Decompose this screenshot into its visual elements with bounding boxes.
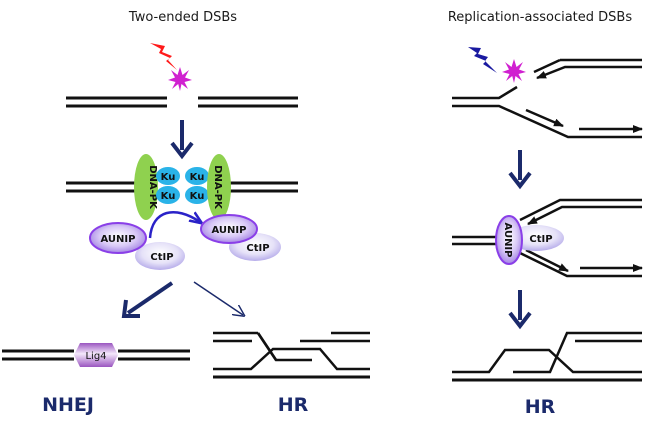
hr-structure-left	[213, 331, 370, 379]
dnapk-left: DNA-PK	[134, 154, 158, 220]
replication-fork-broken	[452, 58, 643, 139]
ku-right: Ku Ku	[185, 167, 209, 204]
left-panel: Two-ended DSBs DNA-PK	[2, 10, 370, 416]
aunip-left: AUNIP	[89, 222, 147, 254]
right-panel-title: Replication-associated DSBs	[448, 10, 632, 25]
break-star-icon	[502, 59, 526, 83]
hr-arrow-icon	[193, 281, 243, 315]
left-panel-title: Two-ended DSBs	[128, 10, 237, 25]
broken-dna	[66, 96, 298, 108]
ku-label: Ku	[161, 191, 176, 202]
nhej-arrow-icon	[121, 281, 174, 318]
hr-label-right: HR	[525, 396, 556, 418]
hr-structure-right	[452, 331, 642, 382]
down-arrow-icon	[508, 150, 532, 190]
ctip-label: CtIP	[150, 252, 173, 263]
lig4: Lig4	[74, 343, 118, 367]
break-star-icon	[168, 67, 192, 91]
ctip-label: CtIP	[246, 243, 269, 254]
hr-label-left: HR	[278, 394, 309, 416]
down-arrow-icon	[508, 290, 532, 330]
lig4-label: Lig4	[85, 351, 106, 362]
dnapk-label: DNA-PK	[212, 165, 223, 210]
lightning-bolt-icon	[150, 43, 177, 70]
aunip-label: AUNIP	[212, 225, 247, 236]
ku-label: Ku	[161, 172, 176, 183]
aunip-label: AUNIP	[502, 223, 513, 258]
replication-fork-with-aunip	[452, 198, 643, 278]
nhej-dna	[2, 349, 190, 361]
relocation-arrow-icon	[148, 210, 200, 239]
aunip-label: AUNIP	[101, 234, 136, 245]
aunip-right: AUNIP	[200, 214, 258, 244]
ku-label: Ku	[190, 191, 205, 202]
ctip-label: CtIP	[529, 234, 552, 245]
dnapk-right: DNA-PK	[207, 154, 231, 220]
ctip-left: CtIP	[135, 242, 185, 270]
down-arrow-icon	[170, 120, 194, 160]
ku-left: Ku Ku	[156, 167, 180, 204]
nhej-label: NHEJ	[42, 394, 94, 416]
lightning-bolt-icon	[468, 47, 497, 73]
ku-label: Ku	[190, 172, 205, 183]
right-panel: Replication-associated DSBs	[448, 10, 643, 418]
aunip-fork: AUNIP	[495, 215, 523, 265]
dnapk-label: DNA-PK	[147, 165, 158, 210]
dna-with-ku	[66, 181, 298, 193]
